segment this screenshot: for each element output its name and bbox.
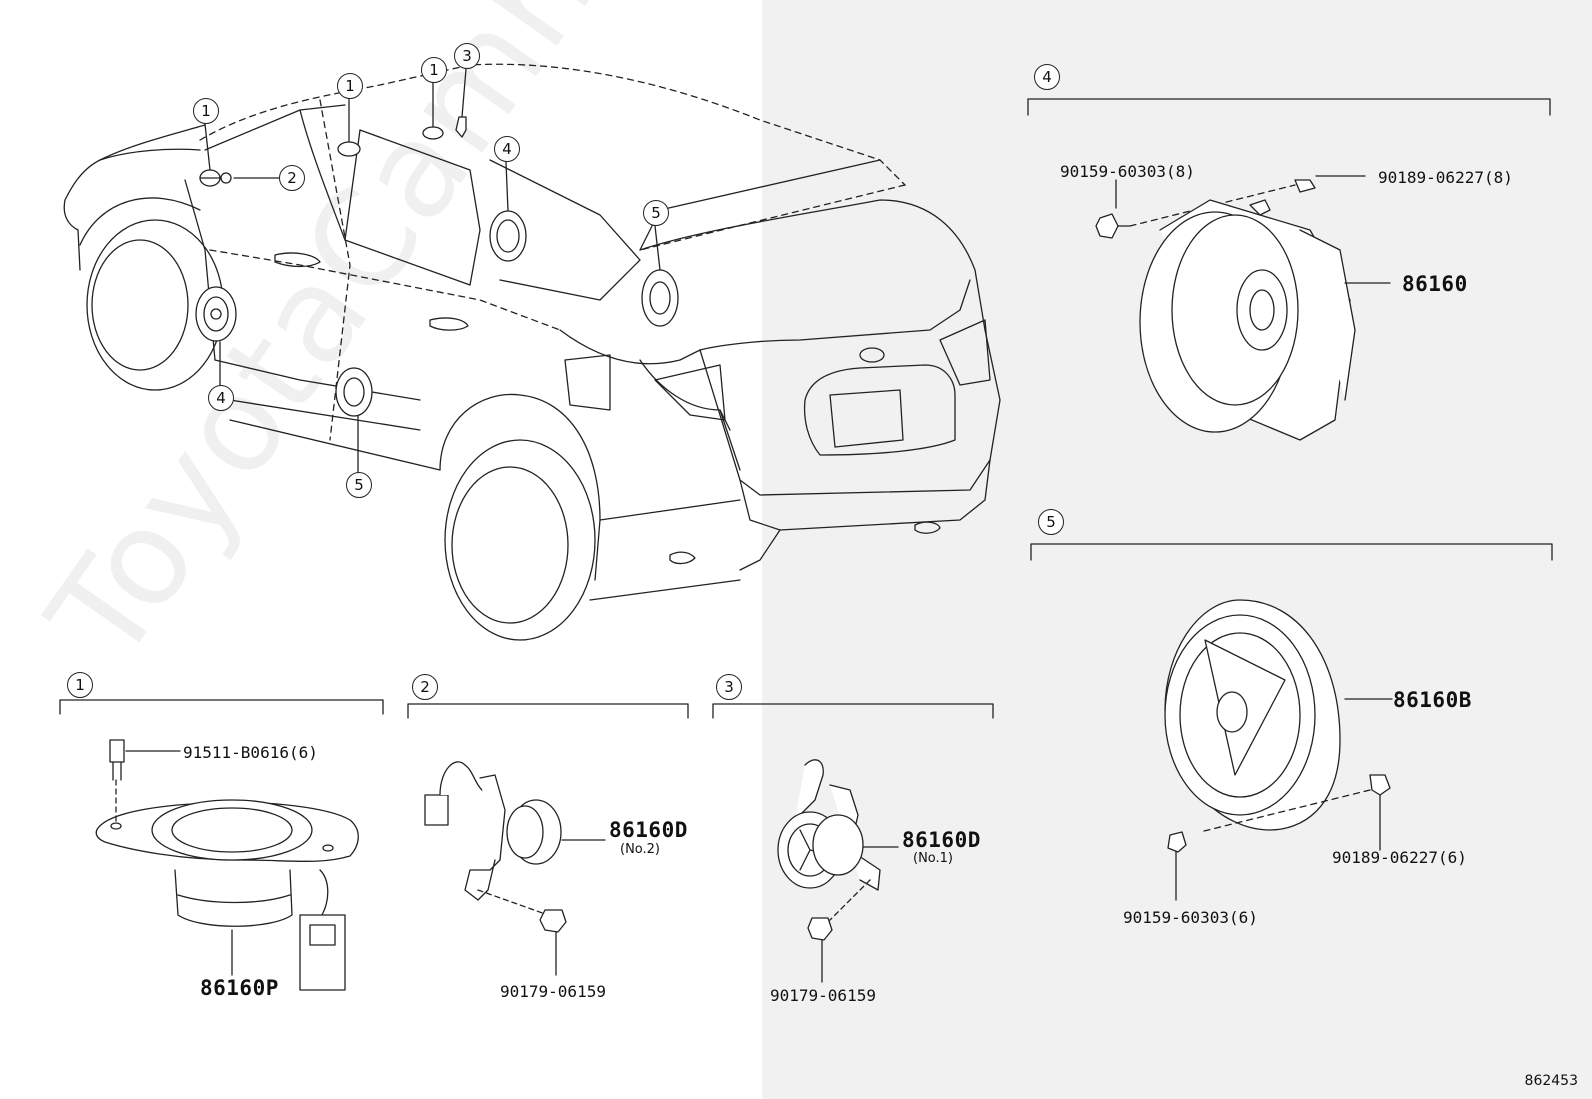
part-sublabel-no1: (No.1): [913, 851, 953, 866]
section-brackets: [59, 98, 1553, 719]
callout-4-rear-door: 4: [494, 136, 520, 162]
vehicle-callout-leaders: [204, 68, 661, 473]
callout-3: 3: [454, 43, 480, 69]
part-label-90179-b: 90179-06159: [770, 986, 876, 1005]
callout-5-rear-door: 5: [346, 472, 372, 498]
part-label-90159-8: 90159-60303(8): [1060, 162, 1195, 181]
part-label-90189-8: 90189-06227(8): [1378, 168, 1513, 187]
callout-5-rear-quarter: 5: [643, 200, 669, 226]
part-label-90159-6: 90159-60303(6): [1123, 908, 1258, 927]
part-label-86160D-no2: 86160D: [609, 818, 688, 842]
callout-1-rear: 1: [421, 57, 447, 83]
section-4-marker: 4: [1034, 64, 1060, 90]
callout-1-b-pillar: 1: [337, 73, 363, 99]
part-label-90179-a: 90179-06159: [500, 982, 606, 1001]
section-5-marker: 5: [1038, 509, 1064, 535]
detail-5-speaker-86160B: [1164, 599, 1393, 901]
detail-1-speaker-86160P: [95, 739, 359, 991]
vehicle-speaker-markers: [195, 116, 679, 417]
part-label-86160B: 86160B: [1393, 688, 1472, 712]
detail-2-tweeter-86160D-no2: [424, 761, 606, 976]
part-label-90189-6: 90189-06227(6): [1332, 848, 1467, 867]
part-label-86160P: 86160P: [200, 976, 279, 1000]
vehicle-illustration: [63, 63, 1001, 641]
detail-3-tweeter-86160D-no1: [777, 759, 899, 983]
part-label-86160D-no1: 86160D: [902, 828, 981, 852]
part-label-91511: 91511-B0616(6): [183, 743, 318, 762]
diagram-reference-number: 862453: [1524, 1073, 1578, 1089]
section-2-marker: 2: [412, 674, 438, 700]
detail-4-speaker-86160: [1095, 175, 1391, 441]
callout-1-front-pillar: 1: [193, 98, 219, 124]
callout-4-front-door: 4: [208, 385, 234, 411]
callout-2: 2: [279, 165, 305, 191]
part-sublabel-no2: (No.2): [620, 842, 660, 857]
section-1-marker: 1: [67, 672, 93, 698]
section-3-marker: 3: [716, 674, 742, 700]
part-label-86160: 86160: [1402, 272, 1468, 296]
shaded-background-panel: [762, 0, 1592, 1099]
